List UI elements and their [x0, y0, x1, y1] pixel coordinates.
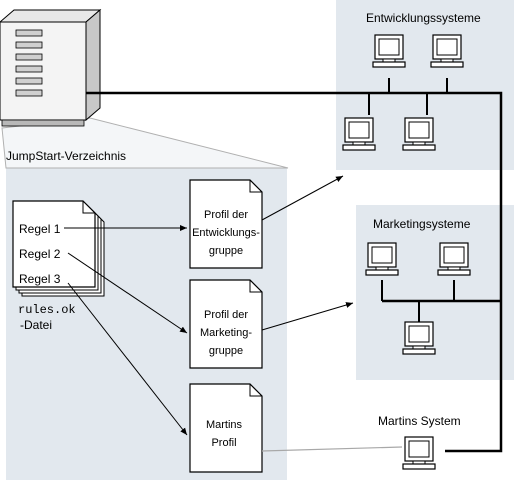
marketing-computer-2-icon — [437, 242, 471, 276]
rules-filename: rules.ok — [18, 303, 76, 317]
profile-martin-to-system-arrow — [261, 446, 403, 452]
profile-dev-to-systems-arrow — [261, 175, 344, 221]
server-icon — [0, 8, 102, 127]
martin-system-label: Martins System — [378, 414, 461, 428]
dev-computer-2-icon — [430, 34, 464, 68]
rule-1-label: Regel 1 — [19, 222, 61, 236]
profile-marketing-line-2: Marketing- — [200, 327, 252, 339]
profile-marketing-to-systems-arrow — [261, 302, 354, 331]
development-systems-label: Entwicklungssysteme — [366, 11, 481, 25]
dev-computer-1-icon — [372, 34, 406, 68]
rule-3-label: Regel 3 — [19, 272, 61, 286]
dev-computer-4-icon — [402, 117, 436, 151]
network-line — [86, 91, 503, 453]
martin-computer-icon — [402, 436, 436, 470]
profile-dev-line-1: Profil der — [204, 209, 248, 221]
profile-dev-document-icon — [189, 179, 263, 269]
dev-computer-3-icon — [342, 117, 376, 151]
marketing-systems-label: Marketingsysteme — [373, 217, 471, 231]
profile-martin-document-icon — [189, 383, 263, 473]
rule-2-label: Regel 2 — [19, 247, 61, 261]
rules-file-suffix: -Datei — [20, 318, 52, 332]
profile-marketing-line-3: gruppe — [209, 345, 243, 357]
marketing-computer-1-icon — [365, 242, 399, 276]
rule-3-arrow — [67, 282, 188, 436]
server-label: JumpStart-Verzeichnis — [6, 149, 126, 163]
profile-marketing-line-1: Profil der — [204, 309, 248, 321]
profile-dev-line-2: Entwicklungs- — [192, 227, 260, 239]
profile-martin-line-2: Profil — [211, 437, 236, 449]
profile-dev-line-3: gruppe — [209, 245, 243, 257]
rule-2-arrow — [67, 252, 188, 334]
profile-martin-line-1: Martins — [206, 419, 243, 431]
rules-file-icon — [12, 200, 105, 297]
marketing-computer-3-icon — [402, 321, 436, 355]
